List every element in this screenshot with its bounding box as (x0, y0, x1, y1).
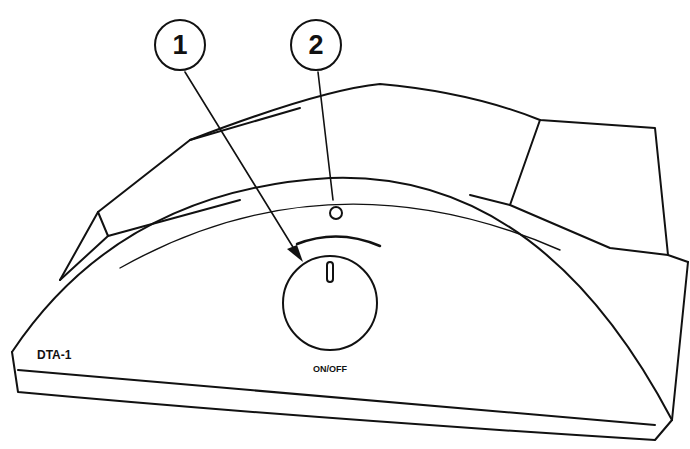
housing-front-edge (18, 370, 655, 425)
part-label: ON/OFF (312, 364, 348, 374)
housing-ridge (190, 108, 300, 140)
leader-line (318, 72, 333, 200)
callout-number: 2 (308, 32, 323, 59)
led (330, 207, 342, 219)
housing-top (60, 84, 688, 280)
knob-indicator (327, 262, 333, 282)
housing-left-wing (98, 200, 240, 236)
knob-scale-arc (297, 236, 380, 246)
housing-right-wing (510, 120, 668, 255)
housing-left-side (60, 236, 108, 280)
leader-line (185, 72, 296, 252)
callout-circle: 1 (154, 19, 206, 71)
housing-base (12, 262, 688, 440)
housing-inner-arch (120, 204, 560, 268)
callout-number: 1 (172, 32, 187, 59)
housing-front-arch (12, 178, 672, 420)
leader-arrowhead (287, 245, 303, 262)
part-label: DTA-1 (36, 348, 72, 362)
housing-right-crease (470, 195, 510, 205)
knob (283, 256, 377, 350)
callout-circle: 2 (290, 19, 342, 71)
